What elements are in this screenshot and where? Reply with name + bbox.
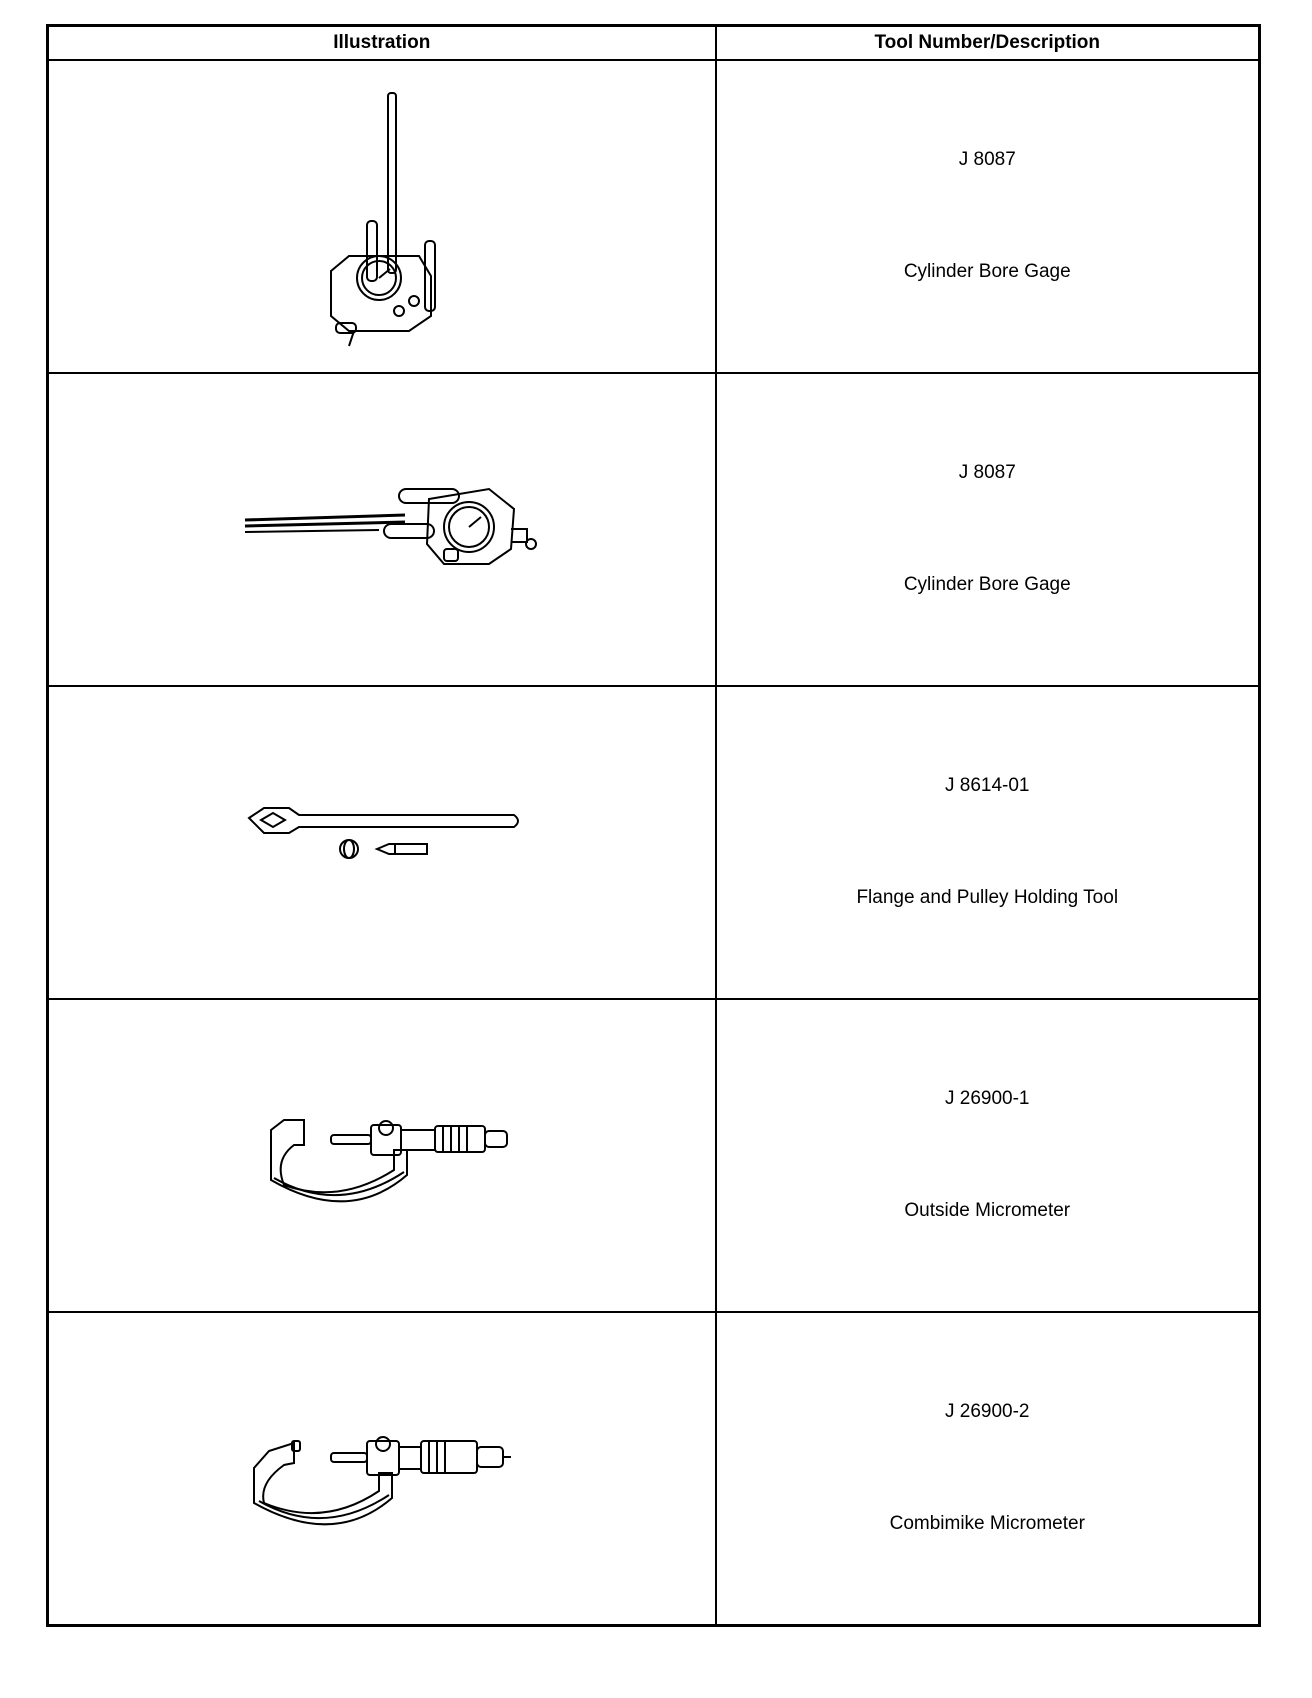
table-row: J 8087 Cylinder Bore Gage <box>46 372 1261 687</box>
special-tools-table: Illustration Tool Number/Description <box>46 24 1261 1627</box>
tool-description: Flange and Pulley Holding Tool <box>856 887 1119 908</box>
header-tool-number-description: Tool Number/Description <box>714 24 1261 61</box>
cylinder-bore-gage-vertical-icon <box>330 92 436 347</box>
cylinder-bore-gage-horizontal-icon <box>244 487 537 565</box>
table-row: J 26900-1 Outside Micrometer <box>46 998 1261 1313</box>
illustration-cell <box>46 1311 717 1627</box>
description-cell: J 26900-1 Outside Micrometer <box>714 998 1261 1313</box>
description-cell: J 8087 Cylinder Bore Gage <box>714 59 1261 374</box>
header-illustration: Illustration <box>46 24 717 61</box>
description-cell: J 8087 Cylinder Bore Gage <box>714 372 1261 687</box>
illustration-cell <box>46 998 717 1313</box>
table-row: J 26900-2 Combimike Micrometer <box>46 1311 1261 1627</box>
table-row: J 8614-01 Flange and Pulley Holding Tool <box>46 685 1261 1000</box>
combimike-micrometer-icon <box>253 1436 511 1526</box>
table-row: J 8087 Cylinder Bore Gage <box>46 59 1261 374</box>
tool-description: Cylinder Bore Gage <box>903 261 1071 282</box>
flange-pulley-holding-tool-icon <box>247 807 519 859</box>
description-cell: J 8614-01 Flange and Pulley Holding Tool <box>714 685 1261 1000</box>
tool-description: Cylinder Bore Gage <box>903 574 1071 595</box>
illustration-cell <box>46 372 717 687</box>
tool-description: Combimike Micrometer <box>889 1513 1085 1534</box>
header-row: Illustration Tool Number/Description <box>46 24 1261 61</box>
tool-number: J 26900-1 <box>944 1088 1030 1109</box>
tool-number: J 26900-2 <box>944 1401 1030 1422</box>
outside-micrometer-icon <box>270 1119 508 1203</box>
tool-number: J 8614-01 <box>944 775 1030 796</box>
tool-number: J 8087 <box>958 462 1016 483</box>
illustration-cell <box>46 59 717 374</box>
tool-description: Outside Micrometer <box>904 1200 1071 1221</box>
description-cell: J 26900-2 Combimike Micrometer <box>714 1311 1261 1627</box>
illustration-cell <box>46 685 717 1000</box>
tool-number: J 8087 <box>958 149 1016 170</box>
